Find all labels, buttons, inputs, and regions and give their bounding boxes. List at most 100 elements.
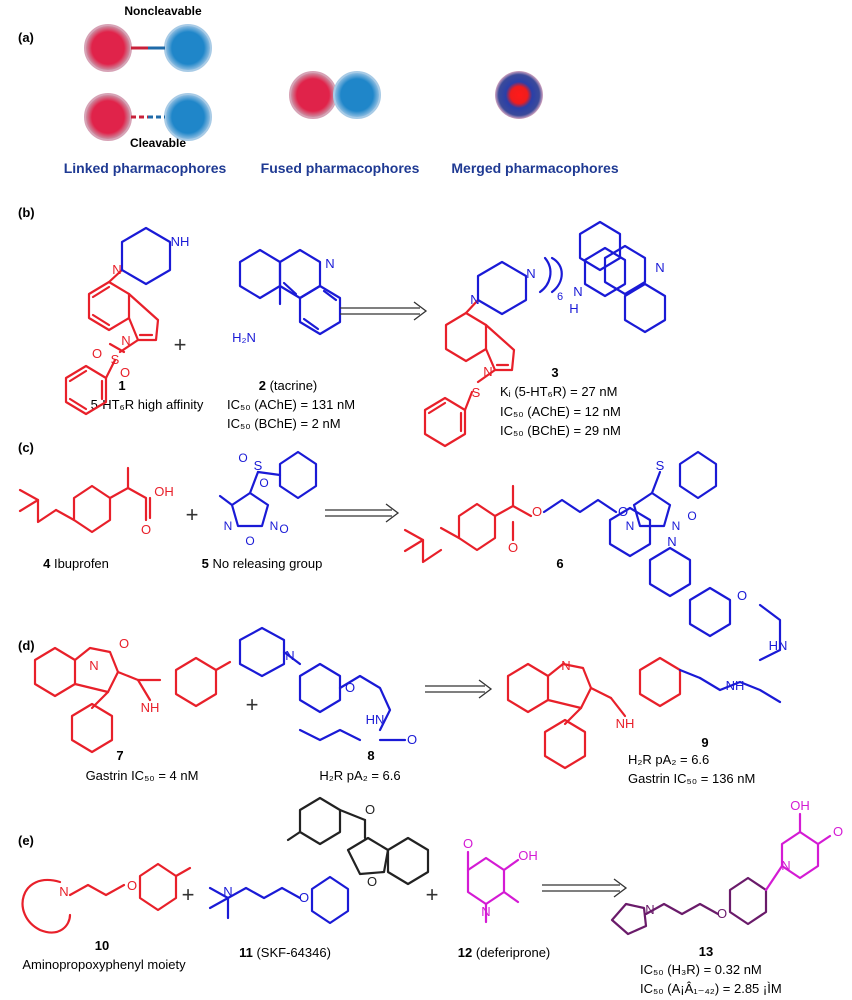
c3-n-indole: N — [483, 364, 492, 379]
c2-h2n-atom: H₂N — [232, 330, 256, 345]
c6-s-atom: S — [656, 458, 665, 473]
c11-o-ketone: O — [365, 802, 375, 817]
c5-s-atom: S — [254, 458, 263, 473]
compound-2-ic50-bche: IC₅₀ (BChE) = 2 nM — [227, 416, 341, 431]
c9-nh-amide: NH — [726, 678, 745, 693]
compound-13-structure — [610, 812, 832, 936]
plus-sign-d: + — [246, 692, 259, 717]
c9-o-ether: O — [737, 588, 747, 603]
c3-s-atom: S — [472, 385, 481, 400]
c4-o-atom: O — [141, 522, 151, 537]
compound-8-number: 8 — [367, 748, 375, 763]
c6-o-carbonyl: O — [508, 540, 518, 555]
c1-n-piperazine: N — [112, 262, 121, 277]
c12-oh-atom: OH — [518, 848, 538, 863]
compound-13-ic50-abeta: IC₅₀ (A¡Â₁₋₄₂) = 2.85 ¡ÌM — [640, 981, 782, 996]
c13-n-pyrrolidine: N — [645, 902, 654, 917]
compound-5-structure — [218, 450, 318, 528]
c2-n-atom: N — [325, 256, 334, 271]
c6-n-atom: N — [672, 519, 681, 533]
c7-o-atom: O — [119, 636, 129, 651]
c13-o-ether: O — [717, 906, 727, 921]
compound-11-structure — [208, 796, 430, 925]
c13-n-pyridinone: N — [781, 858, 790, 873]
compound-1-number: 1 — [118, 378, 126, 393]
c6-o-ester: O — [532, 504, 542, 519]
c12-n-atom: N — [481, 904, 490, 919]
linked-cleavable-pair — [84, 93, 212, 141]
compound-9-gastrin: Gastrin IC₅₀ = 136 nM — [628, 771, 756, 786]
plus-sign-c: + — [186, 502, 199, 527]
c7-n-atom: N — [89, 658, 98, 673]
c3-n-piperazine-2: N — [526, 266, 535, 281]
c11-o-furan: O — [367, 874, 377, 889]
c5-o-ring: O — [245, 534, 254, 548]
plus-sign-e-2: + — [426, 882, 439, 907]
reaction-arrow-b — [340, 301, 428, 321]
c5-n-atom-2: N — [224, 519, 233, 533]
c8-n-piperidine: N — [285, 648, 294, 663]
c13-o-atom: O — [833, 824, 843, 839]
compound-7-structure — [33, 646, 232, 754]
compound-10-description: Aminopropoxyphenyl moiety — [22, 957, 186, 972]
reaction-arrow-e — [542, 878, 628, 898]
panel-label-b: (b) — [18, 205, 35, 220]
c5-o-atom-2: O — [259, 476, 268, 490]
c4-oh-atom: OH — [154, 484, 174, 499]
compound-5-name: 5 No releasing group — [201, 556, 323, 571]
c11-o-ether: O — [299, 890, 309, 905]
compound-11-name: 11 (SKF-64346) — [239, 945, 331, 960]
panel-label-c: (c) — [18, 440, 34, 455]
c1-o-atom-2: O — [120, 365, 130, 380]
compound-6-number: 6 — [556, 556, 564, 571]
c9-n-piperidine: N — [667, 534, 676, 549]
compound-12-name: 12 (deferiprone) — [457, 945, 551, 960]
compound-8-structure — [238, 626, 407, 742]
compound-1-description: 5-HT₆R high affinity — [90, 397, 204, 412]
c3-n-amine: N — [573, 284, 582, 299]
c1-s-atom: S — [111, 352, 120, 367]
c7-nh-atom: NH — [141, 700, 160, 715]
c9-n-atom: N — [561, 658, 570, 673]
noncleavable-label: Noncleavable — [124, 4, 202, 18]
compound-3-number: 3 — [551, 365, 559, 380]
c9-hn-amide: HN — [769, 638, 788, 653]
compound-12-structure — [466, 850, 520, 924]
merged-pharmacophores-label: Merged pharmacophores — [451, 160, 619, 176]
c13-oh-atom: OH — [790, 798, 810, 813]
c12-o-atom: O — [463, 836, 473, 851]
panel-label-d: (d) — [18, 638, 35, 653]
compound-7-description: Gastrin IC₅₀ = 4 nM — [85, 768, 199, 783]
c6-n-atom-2: N — [626, 519, 635, 533]
compound-2-structure — [238, 248, 342, 336]
fused-pharmacophores-label: Fused pharmacophores — [260, 160, 420, 176]
c10-o-atom: O — [127, 878, 137, 893]
compound-10-number: 10 — [94, 938, 110, 953]
c8-hn-atom: HN — [366, 712, 385, 727]
linked-pharmacophores-label: Linked pharmacophores — [63, 160, 227, 176]
compound-2-ic50-ache: IC₅₀ (AChE) = 131 nM — [227, 397, 356, 412]
c3-h-amine: H — [569, 301, 578, 316]
c3-n-acridine: N — [655, 260, 664, 275]
linked-noncleavable-pair — [84, 24, 212, 72]
panel-label-e: (e) — [18, 833, 34, 848]
plus-sign-b: + — [174, 332, 187, 357]
compound-9-structure — [506, 506, 782, 770]
c8-o-ether: O — [345, 680, 355, 695]
compound-13-number: 13 — [698, 944, 714, 959]
c3-chain-subscript: 6 — [557, 291, 563, 303]
compound-4-structure — [18, 466, 152, 534]
compound-2-name: 2 (tacrine) — [258, 378, 318, 393]
c5-o-minus: O — [279, 522, 288, 536]
c1-nh-atom: NH — [171, 234, 190, 249]
c5-n-atom: N — [270, 519, 279, 533]
compound-3-structure — [423, 220, 667, 448]
c3-n-piperazine-1: N — [470, 292, 479, 307]
c11-n-atom: N — [223, 884, 232, 899]
compound-9-h2r: H₂R pA₂ = 6.6 — [628, 752, 710, 767]
panel-label-a: (a) — [18, 30, 34, 45]
compound-3-ic50-bche: IC₅₀ (BChE) = 29 nM — [500, 423, 621, 438]
c6-o-minus: O — [687, 509, 696, 523]
compound-1-structure — [64, 226, 172, 416]
c10-n-atom: N — [59, 884, 68, 899]
